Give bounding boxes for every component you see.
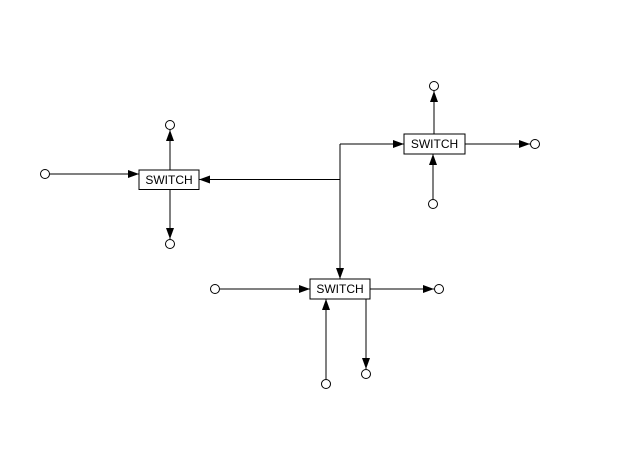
switch-label: SWITCH <box>411 137 458 151</box>
switch-label: SWITCH <box>145 173 192 187</box>
switch-node-2: SWITCH <box>403 133 466 155</box>
switch-node-3: SWITCH <box>309 278 371 300</box>
terminal-node <box>428 199 438 209</box>
terminal-node <box>434 284 444 294</box>
switch-node-1: SWITCH <box>138 169 200 190</box>
terminal-node <box>321 379 331 389</box>
terminal-node <box>429 81 439 91</box>
switch-box <box>138 169 200 190</box>
switch-box <box>403 133 466 155</box>
terminal-node <box>165 239 175 249</box>
terminal-node <box>530 139 540 149</box>
switch-box <box>309 278 371 300</box>
switch-label: SWITCH <box>316 282 363 296</box>
terminal-node <box>40 169 50 179</box>
terminal-node <box>210 284 220 294</box>
terminal-node <box>165 120 175 130</box>
terminal-node <box>361 369 371 379</box>
